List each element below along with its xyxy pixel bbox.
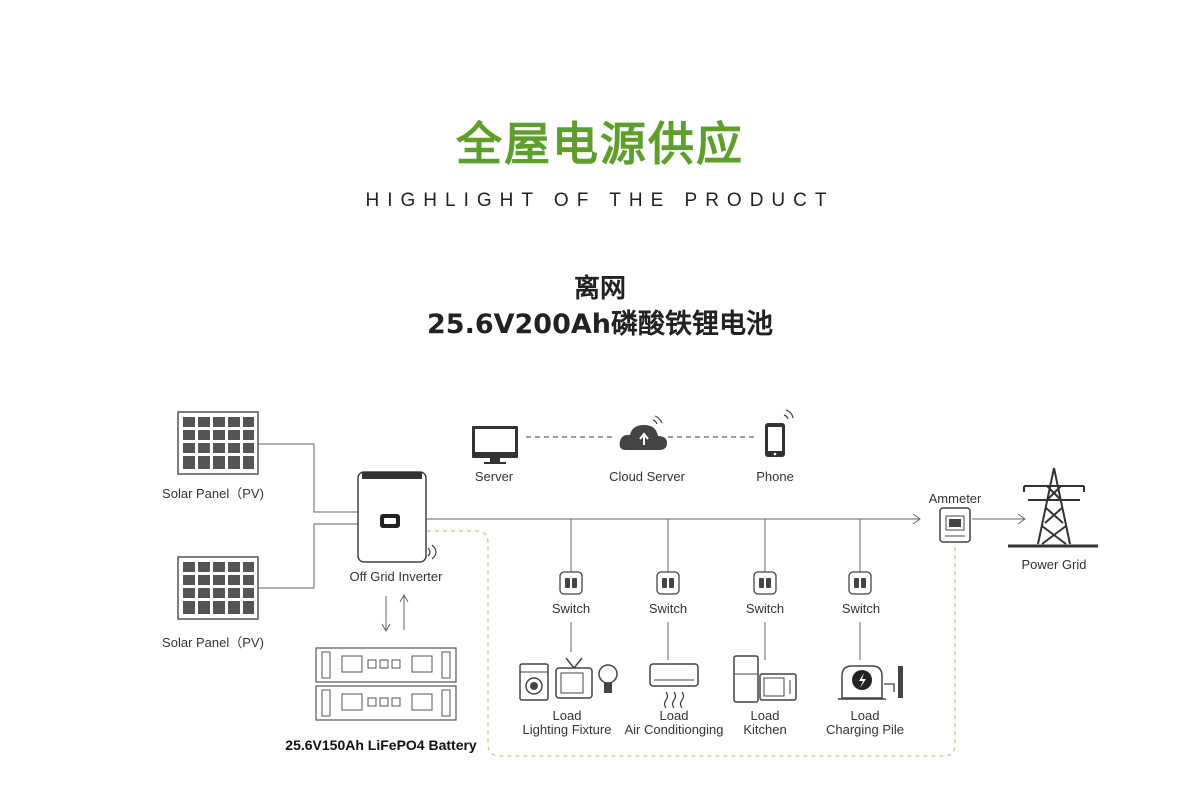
power-grid-label: Power Grid xyxy=(1021,557,1087,572)
solar-panel-icon xyxy=(177,411,259,475)
solar-panel-label-top: Solar Panel（PV) xyxy=(162,486,264,501)
cloud-server-label: Cloud Server xyxy=(609,469,685,484)
page-title: 全屋电源供应 xyxy=(456,117,744,171)
page-subtitle-en: HIGHLIGHT OF THE PRODUCT xyxy=(365,190,835,211)
load-label: Load xyxy=(659,708,689,723)
solar-panel-label-bottom: Solar Panel（PV) xyxy=(162,635,264,650)
tv-icon xyxy=(555,657,593,699)
phone-icon xyxy=(765,409,794,457)
fridge-icon xyxy=(733,655,759,703)
switch-icon xyxy=(656,571,680,595)
bulb-icon xyxy=(598,664,618,693)
load-type-label: Air Conditionging xyxy=(624,722,724,737)
switch-label: Switch xyxy=(841,601,881,616)
load-label: Load xyxy=(750,708,780,723)
switch-label: Switch xyxy=(551,601,591,616)
switch-label: Switch xyxy=(648,601,688,616)
switch-icon xyxy=(848,571,872,595)
load-type-label: Lighting Fixture xyxy=(522,722,612,737)
battery-label: 25.6V150Ah LiFePO4 Battery xyxy=(285,737,477,753)
inverter-label: Off Grid Inverter xyxy=(349,569,443,584)
server-label: Server xyxy=(474,469,514,484)
ammeter-icon xyxy=(939,507,971,543)
air-conditioner-icon xyxy=(649,663,699,709)
phone-label: Phone xyxy=(756,469,794,484)
communication-loop xyxy=(427,530,956,757)
cloud-icon xyxy=(619,415,667,450)
load-type-label: Kitchen xyxy=(743,722,787,737)
switch-icon xyxy=(559,571,583,595)
switch-icon xyxy=(753,571,777,595)
load-label: Load xyxy=(850,708,880,723)
monitor-icon xyxy=(472,426,518,464)
solar-panel-icon xyxy=(177,556,259,620)
switch-label: Switch xyxy=(745,601,785,616)
mode-title: 离网 xyxy=(573,274,626,304)
load-type-label: Charging Pile xyxy=(825,722,905,737)
connection-lines xyxy=(258,443,1026,660)
microwave-icon xyxy=(759,673,797,701)
load-label: Load xyxy=(552,708,582,723)
washing-machine-icon xyxy=(519,663,549,701)
charging-pile-icon xyxy=(838,665,903,700)
inverter-icon xyxy=(357,471,437,563)
battery-icon xyxy=(315,647,457,721)
power-tower-icon xyxy=(1008,467,1098,548)
battery-title: 25.6V200Ah磷酸铁锂电池 xyxy=(427,309,773,340)
ammeter-label: Ammeter xyxy=(928,491,982,506)
